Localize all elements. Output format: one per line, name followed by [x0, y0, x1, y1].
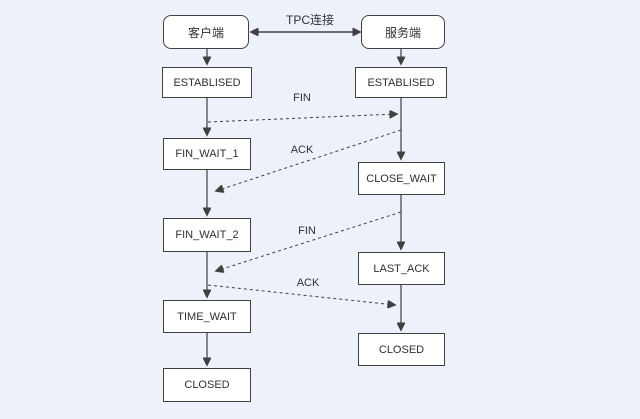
message-label-fin-1: FIN: [293, 92, 311, 104]
state-node-server-establised: ESTABLISED: [355, 67, 447, 98]
state-node-fin-wait-1: FIN_WAIT_1: [163, 138, 251, 170]
state-node-client-closed: CLOSED: [163, 368, 251, 402]
state-node-close-wait: CLOSE_WAIT: [358, 162, 445, 195]
message-label-ack-2: ACK: [296, 277, 320, 289]
client-node: 客户端: [163, 15, 249, 49]
message-arrow-ack-2: [207, 284, 395, 305]
message-arrow-ack-1: [216, 129, 402, 191]
state-node-client-establised: ESTABLISED: [162, 67, 252, 98]
state-node-time-wait: TIME_WAIT: [163, 300, 251, 333]
message-label-ack-1: ACK: [290, 144, 314, 156]
message-arrow-fin-2: [216, 211, 402, 271]
state-node-last-ack: LAST_ACK: [358, 252, 445, 285]
state-node-fin-wait-2: FIN_WAIT_2: [163, 218, 251, 252]
server-node: 服务端: [361, 15, 445, 49]
state-node-server-closed: CLOSED: [358, 333, 445, 366]
message-label-fin-2: FIN: [298, 225, 316, 237]
tcp-connection-label: TPC连接: [285, 13, 334, 27]
message-arrow-fin-1: [207, 114, 397, 123]
